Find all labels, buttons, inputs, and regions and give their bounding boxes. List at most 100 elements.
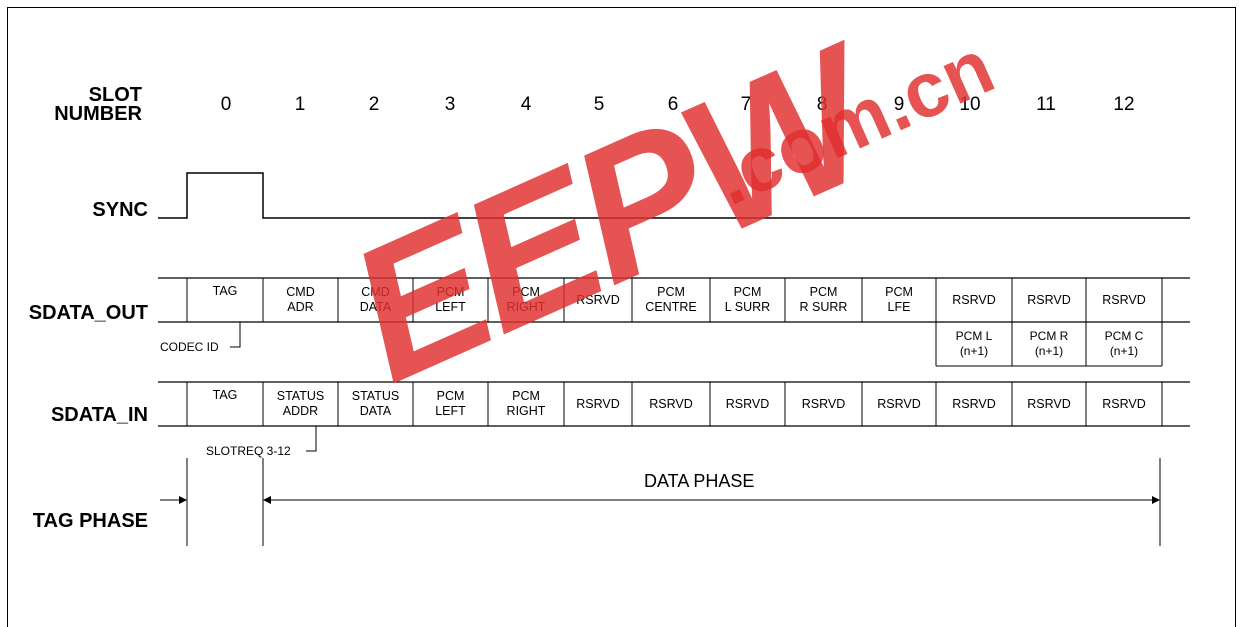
sdata-in-slot-2-line-1: DATA [359, 404, 392, 418]
sdata-out-slot-5: RSRVD [564, 278, 632, 322]
sdata-out-slot-0: TAG [187, 278, 263, 322]
sdata-out-slot-1-line-0: CMD [286, 285, 315, 299]
slot-number-1: 1 [294, 94, 306, 115]
sdata-out-slot-12: RSRVD [1086, 278, 1162, 322]
timing-diagram-lines [158, 172, 1190, 546]
sdata-in-slot-12-line-0: RSRVD [1102, 396, 1146, 411]
slot-number-7: 7 [740, 94, 752, 115]
slotreq-bracket [306, 426, 317, 452]
codec-id-bracket [230, 322, 241, 348]
sdata-out-slot-10-line-0: RSRVD [952, 292, 996, 307]
sdata-out-sub-slot-12: PCM C(n+1) [1086, 322, 1162, 366]
sdata-in-slot-7: RSRVD [710, 382, 785, 426]
sdata-in-slot-8: RSRVD [785, 382, 862, 426]
sdata-in-slot-1-line-1: ADDR [282, 404, 319, 418]
sdata-out-sub-slot-10-line-0: PCM L [955, 329, 993, 343]
slot-number-5: 5 [593, 94, 605, 115]
sdata-out-sub-slot-10: PCM L(n+1) [936, 322, 1012, 366]
sdata-out-sub-slot-12-line-1: (n+1) [1109, 344, 1139, 358]
slotreq-label: SLOTREQ 3-12 [206, 444, 291, 458]
sdata-out-sub-slot-11-line-1: (n+1) [1034, 344, 1064, 358]
slot-number-8: 8 [816, 94, 828, 115]
sdata-out-slot-9-line-0: PCM [885, 285, 913, 299]
sdata-in-slot-0-line-0: TAG [212, 388, 238, 402]
sdata-out-sub-slot-10-line-1: (n+1) [959, 344, 989, 358]
sdata-out-slot-2-line-1: DATA [359, 300, 392, 314]
sdata-in-slot-8-line-0: RSRVD [801, 396, 846, 411]
sdata-out-slot-11: RSRVD [1012, 278, 1086, 322]
sdata-in-slot-6: RSRVD [632, 382, 710, 426]
sync-label: SYNC [92, 199, 148, 221]
sdata-out-slot-9-line-1: LFE [887, 300, 911, 314]
tag-phase-arrowhead [179, 496, 187, 504]
sdata-out-slot-3-line-0: PCM [436, 285, 465, 299]
slot-number-11: 11 [1036, 94, 1056, 115]
sdata-in-slot-3-line-1: LEFT [435, 404, 466, 418]
sdata-out-sub-slot-11-line-0: PCM R [1029, 329, 1069, 343]
sdata-out-slot-0-line-0: TAG [212, 284, 238, 298]
slot-number-2: 2 [368, 94, 380, 115]
sdata-out-slot-2-line-0: CMD [361, 285, 390, 299]
sdata-in-slot-5: RSRVD [564, 382, 632, 426]
sdata-out-slot-7-line-0: PCM [733, 285, 762, 299]
sdata-out-slot-1-line-1: ADR [287, 300, 314, 314]
sdata-out-sub-slot-11: PCM R(n+1) [1012, 322, 1086, 366]
sdata-in-slot-4-line-1: RIGHT [506, 404, 546, 418]
sdata-in-slot-11-line-0: RSRVD [1027, 396, 1071, 411]
slot-number-0: 0 [220, 94, 232, 115]
sync-waveform [158, 172, 1190, 219]
sdata-out-slot-12-line-0: RSRVD [1102, 292, 1146, 307]
sdata-in-slot-5-line-0: RSRVD [576, 396, 620, 411]
data-phase-label: DATA PHASE [644, 471, 755, 491]
sdata-in-slot-9: RSRVD [862, 382, 936, 426]
slot-number-3: 3 [444, 94, 456, 115]
sdata-out-label: SDATA_OUT [28, 302, 148, 324]
sdata-out-slot-8-line-1: R SURR [799, 300, 848, 314]
sdata-in-slot-10: RSRVD [936, 382, 1012, 426]
slot-number-10: 10 [959, 94, 981, 115]
slot-number-label-line2: NUMBER [54, 103, 142, 125]
sdata-out-slot-6-line-1: CENTRE [645, 300, 697, 314]
sdata-out-slot-10: RSRVD [936, 278, 1012, 322]
sdata-out-slot-5-line-0: RSRVD [576, 292, 620, 307]
sdata-in-slot-11: RSRVD [1012, 382, 1086, 426]
sdata-out-slot-4-line-1: RIGHT [506, 300, 546, 314]
slot-number-label: SLOT NUMBER [40, 84, 142, 125]
slot-number-6: 6 [667, 94, 679, 115]
sdata-in-slot-7-line-0: RSRVD [725, 396, 770, 411]
codec-id-label: CODEC ID [160, 340, 219, 354]
sdata-in-slot-10-line-0: RSRVD [952, 396, 996, 411]
sdata-out-slot-3-line-1: LEFT [435, 300, 466, 314]
sdata-out-slot-4-line-0: PCM [512, 285, 540, 299]
sdata-out-slot-7-line-1: L SURR [724, 300, 771, 314]
sdata-in-slot-1-line-0: STATUS [276, 389, 325, 403]
sdata-in-slot-2-line-0: STATUS [351, 389, 400, 403]
sdata-out-slot-11-line-0: RSRVD [1027, 292, 1071, 307]
slot-number-12: 12 [1113, 94, 1135, 115]
slot-number-4: 4 [520, 94, 532, 115]
sdata-in-slot-12: RSRVD [1086, 382, 1162, 426]
diagram-frame [7, 7, 1236, 627]
sdata-in-slot-3-line-0: PCM [436, 389, 465, 403]
slot-number-9: 9 [893, 94, 905, 115]
sdata-in-slot-9-line-0: RSRVD [877, 396, 921, 411]
slot-number-label-line1: SLOT [88, 84, 142, 106]
sdata-out-slot-6-line-0: PCM [657, 285, 685, 299]
sdata-in-slot-4-line-0: PCM [512, 389, 540, 403]
sdata-in-slot-0: TAG [187, 382, 263, 426]
sdata-out-sub-slot-12-line-0: PCM C [1104, 329, 1144, 343]
data-phase-arrowhead-left [263, 496, 271, 504]
data-phase-arrowhead-right [1152, 496, 1160, 504]
sdata-out-slot-8-line-0: PCM [809, 285, 838, 299]
